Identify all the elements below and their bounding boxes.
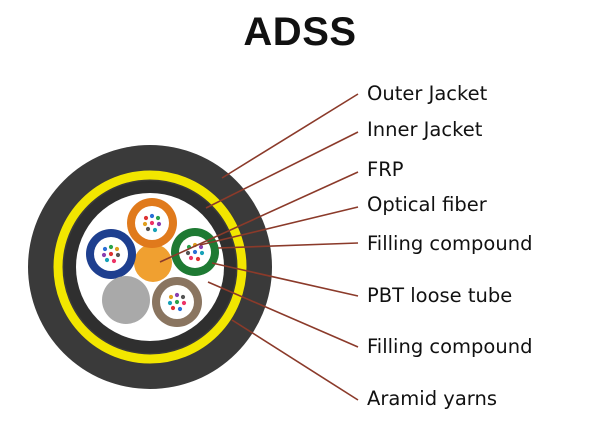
label-aramid-yarns: Aramid yarns [367, 387, 497, 410]
fiber-dot [185, 250, 191, 256]
frp-core [134, 244, 172, 282]
aramid-yarns-ring [53, 170, 247, 364]
fiber-dot [181, 300, 187, 306]
fiber-dot [142, 221, 148, 227]
leader-optical-fiber [199, 206, 359, 246]
fiber-dot [180, 294, 186, 300]
filler-rod [102, 276, 150, 324]
fiber-dot [195, 256, 201, 262]
fiber-dot [149, 220, 155, 226]
fiber-dot [101, 252, 107, 258]
fiber-dot [168, 294, 174, 300]
fiber-dot [145, 226, 151, 232]
fiber-dot [188, 255, 194, 261]
diagram-title: ADSS [243, 10, 357, 54]
fiber-dot [143, 215, 149, 221]
fiber-dot [192, 249, 198, 255]
label-pbt-loose-tube: PBT loose tube [367, 284, 513, 307]
optical-fibers [101, 213, 205, 312]
fiber-dot [174, 299, 180, 305]
fiber-dot [152, 227, 158, 233]
leader-pbt-loose-tube [211, 262, 359, 297]
label-frp: FRP [367, 158, 404, 181]
fiber-dot [155, 215, 161, 221]
fiber-dot [108, 251, 114, 257]
leader-inner-jacket [205, 131, 359, 209]
fiber-dot [102, 246, 108, 252]
leader-aramid-yarns [231, 319, 359, 401]
fiber-dot [170, 305, 176, 311]
fiber-dot [199, 250, 205, 256]
fiber-dot [156, 221, 162, 227]
fiber-dot [111, 258, 117, 264]
label-outer-jacket: Outer Jacket [367, 82, 488, 105]
fiber-dot [108, 244, 114, 250]
leader-frp [159, 171, 359, 263]
label-inner-jacket: Inner Jacket [367, 118, 483, 141]
fiber-dot [177, 306, 183, 312]
fiber-dot [104, 257, 110, 263]
leader-filling-compound [217, 242, 359, 249]
fiber-dot [115, 252, 121, 258]
leader-outer-jacket [221, 93, 359, 179]
label-filling-compound-2: Filling compound [367, 335, 533, 358]
leader-filling-compound-2 [207, 281, 359, 348]
fiber-dot [149, 213, 155, 219]
fiber-dot [198, 244, 204, 250]
fiber-dot [114, 246, 120, 252]
label-optical-fiber: Optical fiber [367, 193, 487, 216]
leader-lines [159, 93, 359, 401]
fiber-dot [174, 292, 180, 298]
fiber-dot [167, 300, 173, 306]
label-filling-compound: Filling compound [367, 232, 533, 255]
